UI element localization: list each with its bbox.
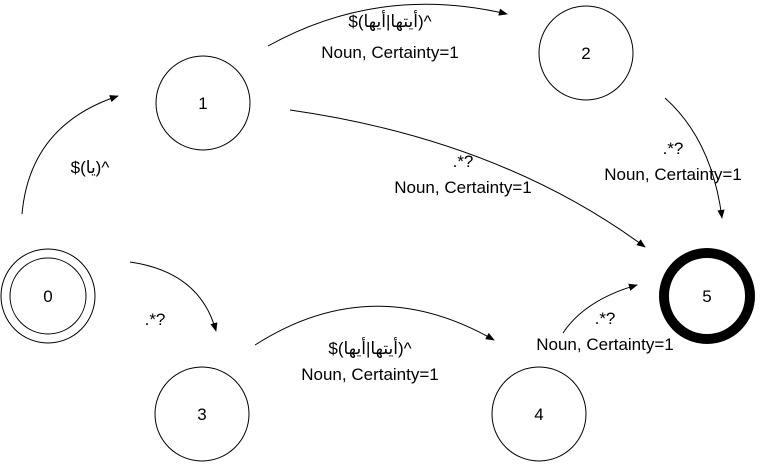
state-1-label: 1 [198, 94, 207, 113]
edge-1-2-pattern: ^(أيتها|أيها)$ [348, 10, 431, 32]
edge-4-5-output: Noun, Certainty=1 [536, 335, 674, 354]
edge-0-1 [21, 95, 119, 215]
edge-4-5 [562, 283, 638, 334]
state-0-label: 0 [43, 287, 52, 306]
state-5-label: 5 [702, 287, 711, 306]
edge-2-5-output: Noun, Certainty=1 [604, 165, 742, 184]
state-3: 3 [154, 366, 250, 462]
state-3-label: 3 [197, 405, 206, 424]
state-2-label: 2 [581, 44, 590, 63]
edge-3-4 [254, 305, 495, 346]
edge-2-5-pattern: .*? [663, 139, 684, 158]
edge-2-5 [664, 97, 725, 219]
edge-1-5 [289, 109, 646, 248]
edge-1-5-pattern: .*? [453, 152, 474, 171]
edge-0-1-pattern: ^(يا)$ [71, 158, 110, 177]
edge-3-4-output: Noun, Certainty=1 [301, 365, 439, 384]
state-0: 0 [0, 248, 96, 344]
edge-4-5-pattern: .*? [595, 309, 616, 328]
state-4: 4 [491, 366, 587, 462]
state-1: 1 [155, 55, 251, 151]
edge-0-3-pattern: .*? [145, 310, 166, 329]
state-4-label: 4 [534, 405, 543, 424]
edge-1-2 [267, 3, 508, 47]
state-2: 2 [538, 5, 634, 101]
edge-0-3 [129, 261, 218, 332]
edge-3-4-pattern: ^(أيتها|أيها)$ [328, 337, 411, 359]
state-5-final: 5 [659, 248, 755, 344]
edge-1-2-output: Noun, Certainty=1 [321, 43, 459, 62]
edge-1-5-output: Noun, Certainty=1 [394, 178, 532, 197]
